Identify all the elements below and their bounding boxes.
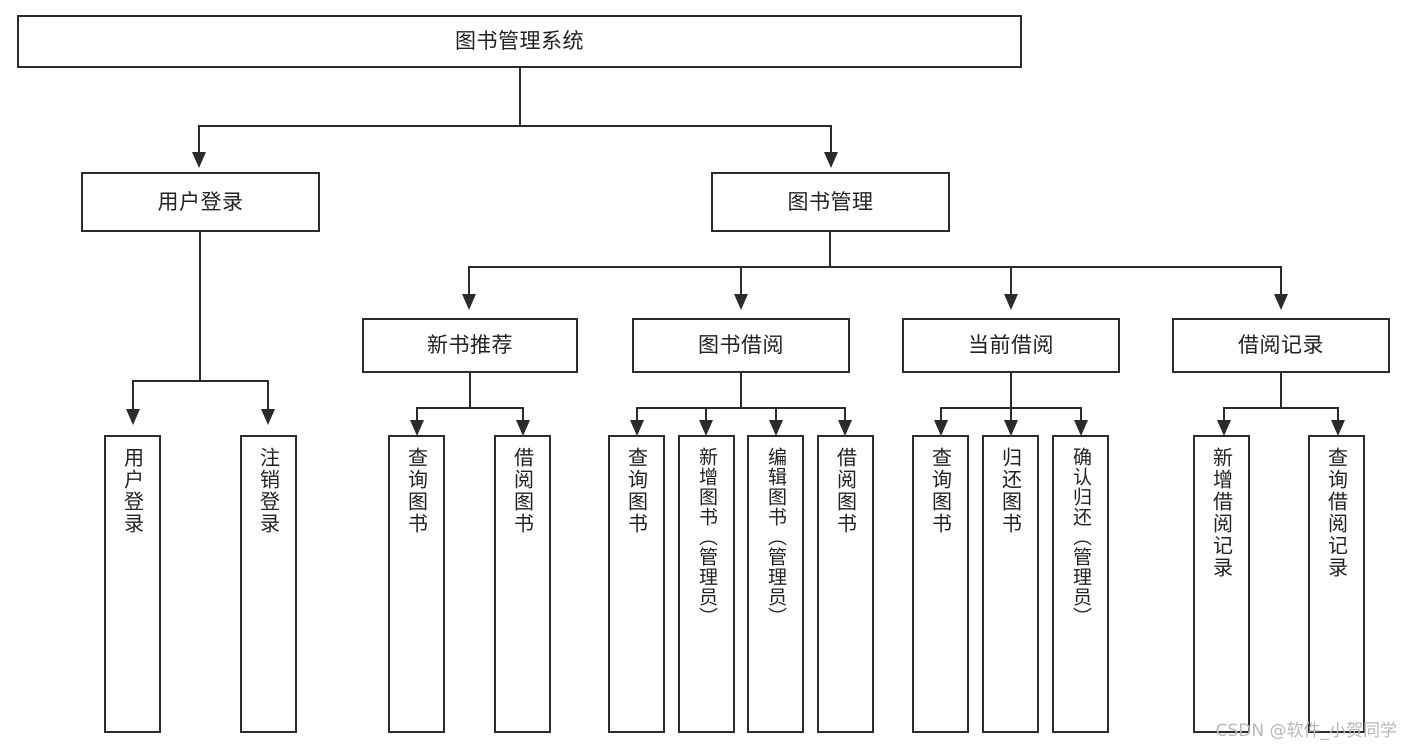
connector-book-manage-stem — [829, 232, 831, 268]
connector-book-borrow-stem — [740, 373, 742, 409]
leaf-query-book-borrow[interactable]: 查询图书 — [608, 435, 665, 733]
leaf-add-borrow-record[interactable]: 新增借阅记录 — [1193, 435, 1250, 733]
connector-user-login-drop-2 — [267, 380, 269, 411]
connector-bm-drop-current — [1010, 266, 1012, 296]
node-book-borrow[interactable]: 图书借阅 — [632, 318, 850, 373]
node-label: 注销登录 — [256, 447, 281, 535]
node-label: 新增图书（管理员） — [696, 447, 718, 627]
connector-book-borrow-bus — [636, 407, 846, 409]
node-label: 借阅记录 — [1238, 333, 1324, 358]
connector-cb-drop-2 — [1010, 407, 1012, 425]
connector-root-to-user-login — [198, 125, 200, 153]
arrow-to-new-books — [462, 294, 476, 310]
connector-bm-drop-new-books — [468, 266, 470, 296]
connector-br-drop-2 — [1337, 407, 1339, 425]
node-label: 借阅图书 — [510, 447, 535, 535]
leaf-confirm-return-admin[interactable]: 确认归还（管理员） — [1052, 435, 1109, 733]
connector-bb-drop-1 — [636, 407, 638, 425]
connector-current-borrow-stem — [1010, 373, 1012, 409]
node-current-borrow[interactable]: 当前借阅 — [902, 318, 1120, 373]
node-label: 查询图书 — [928, 447, 953, 535]
node-label: 查询图书 — [624, 447, 649, 535]
arrow-to-leaf-user-login — [126, 409, 140, 425]
connector-nb-drop-1 — [416, 407, 418, 425]
node-label: 编辑图书（管理员） — [765, 447, 787, 627]
node-label: 查询图书 — [404, 447, 429, 535]
arrow-to-user-login — [192, 152, 206, 168]
arrow-to-borrow-records — [1274, 294, 1288, 310]
leaf-query-book-current[interactable]: 查询图书 — [912, 435, 969, 733]
connector-bm-drop-borrow — [740, 266, 742, 296]
connector-root-bus — [198, 125, 832, 127]
node-book-management[interactable]: 图书管理 — [711, 172, 950, 232]
connector-book-manage-bus — [468, 266, 1282, 268]
connector-bb-drop-3 — [775, 407, 777, 425]
arrow-cb-to-query-book — [934, 420, 948, 436]
node-label: 图书借阅 — [698, 333, 784, 358]
leaf-borrow-book[interactable]: 借阅图书 — [817, 435, 874, 733]
arrow-bb-to-add-book — [699, 420, 713, 436]
arrow-bb-to-borrow-book — [838, 420, 852, 436]
connector-user-login-stem — [199, 232, 201, 382]
connector-root-to-book-manage — [830, 125, 832, 153]
node-label: 图书管理 — [787, 189, 874, 214]
arrow-to-leaf-logout — [261, 409, 275, 425]
arrow-br-to-query-record — [1331, 420, 1345, 436]
arrow-nb-to-borrow-book — [516, 420, 530, 436]
arrow-nb-to-query-book — [410, 420, 424, 436]
connector-root-stem — [519, 68, 521, 125]
node-label: 用户登录 — [157, 189, 244, 214]
arrow-bb-to-query-book — [630, 420, 644, 436]
connector-br-drop-1 — [1223, 407, 1225, 425]
node-label: 归还图书 — [998, 447, 1023, 535]
connector-borrow-records-stem — [1280, 373, 1282, 409]
connector-user-login-drop-1 — [132, 380, 134, 411]
leaf-borrow-book-new[interactable]: 借阅图书 — [494, 435, 551, 733]
leaf-query-book-new[interactable]: 查询图书 — [388, 435, 445, 733]
leaf-query-borrow-record[interactable]: 查询借阅记录 — [1308, 435, 1365, 733]
arrow-br-to-add-record — [1217, 420, 1231, 436]
arrow-bb-to-edit-book — [769, 420, 783, 436]
node-root-system[interactable]: 图书管理系统 — [17, 15, 1022, 68]
connector-bb-drop-2 — [705, 407, 707, 425]
leaf-logout[interactable]: 注销登录 — [240, 435, 297, 733]
node-label: 用户登录 — [120, 447, 145, 535]
node-label: 当前借阅 — [968, 333, 1054, 358]
node-label: 借阅图书 — [833, 447, 858, 535]
connector-new-books-stem — [469, 373, 471, 409]
connector-user-login-bus — [132, 380, 269, 382]
node-label: 查询借阅记录 — [1324, 447, 1349, 579]
connector-nb-drop-2 — [522, 407, 524, 425]
node-label: 图书管理系统 — [455, 29, 584, 54]
connector-new-books-bus — [416, 407, 524, 409]
connector-cb-drop-3 — [1080, 407, 1082, 425]
node-user-login[interactable]: 用户登录 — [81, 172, 320, 232]
connector-cb-drop-1 — [940, 407, 942, 425]
node-new-book-recommend[interactable]: 新书推荐 — [362, 318, 578, 373]
node-label: 新书推荐 — [427, 333, 513, 358]
connector-bb-drop-4 — [844, 407, 846, 425]
node-label: 新增借阅记录 — [1209, 447, 1234, 579]
csdn-watermark: CSDN @软件_小贺同学 — [1215, 721, 1397, 741]
arrow-cb-to-return-book — [1004, 420, 1018, 436]
arrow-cb-to-confirm-return — [1074, 420, 1088, 436]
connector-borrow-records-bus — [1223, 407, 1339, 409]
arrow-to-current-borrow — [1004, 294, 1018, 310]
arrow-to-book-manage — [824, 152, 838, 168]
leaf-return-book[interactable]: 归还图书 — [982, 435, 1039, 733]
leaf-user-login[interactable]: 用户登录 — [104, 435, 161, 733]
leaf-edit-book-admin[interactable]: 编辑图书（管理员） — [747, 435, 804, 733]
arrow-to-book-borrow — [734, 294, 748, 310]
node-label: 确认归还（管理员） — [1070, 447, 1092, 627]
leaf-add-book-admin[interactable]: 新增图书（管理员） — [678, 435, 735, 733]
node-borrow-records[interactable]: 借阅记录 — [1172, 318, 1390, 373]
connector-bm-drop-records — [1280, 266, 1282, 296]
